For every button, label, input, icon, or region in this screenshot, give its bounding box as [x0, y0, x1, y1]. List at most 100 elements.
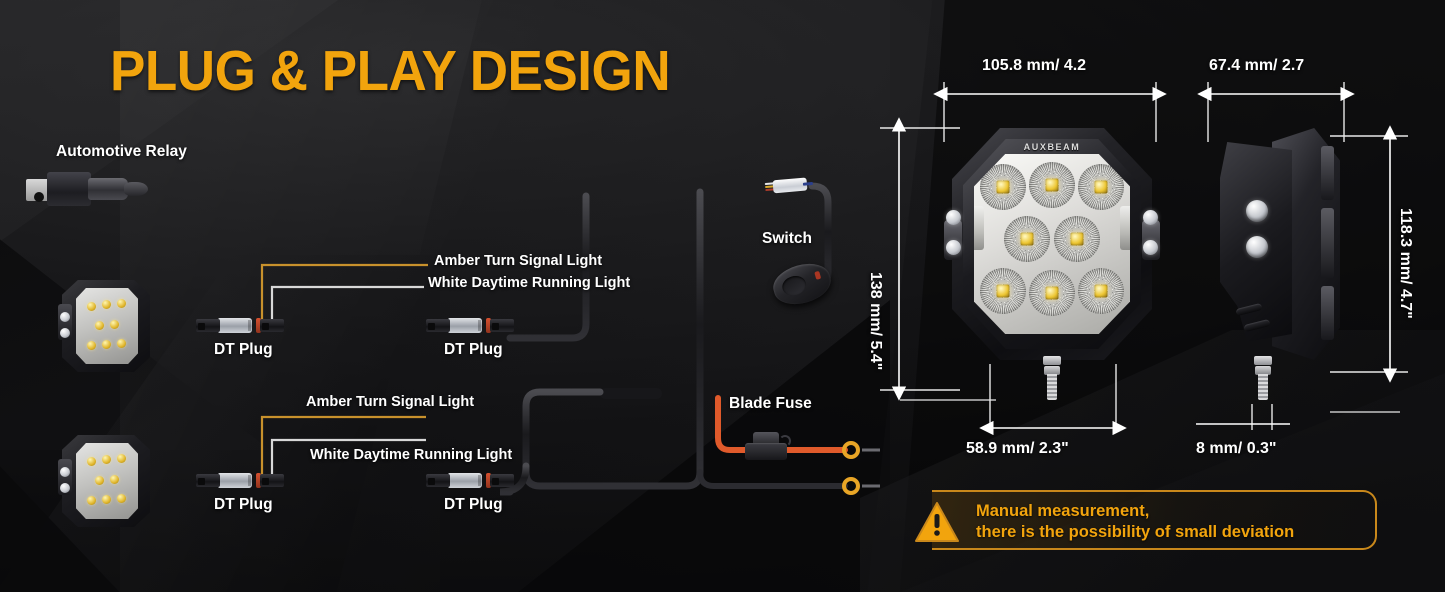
pod-led-1-2: [102, 300, 111, 309]
dt-plug-pin-3: [198, 478, 205, 485]
side-marker-led-lower: [1246, 236, 1268, 258]
dt-plug-male-3: [218, 473, 252, 488]
dt-plug-connector-4: [426, 473, 482, 488]
side-mounting-bolt: [1254, 356, 1272, 400]
dimension-side-height: 118.3 mm/ 4.7": [1397, 208, 1414, 319]
dt-plug-rib-2: [478, 320, 481, 331]
pod-led-1-4: [95, 321, 104, 330]
circuit-label-white-lower: White Daytime Running Light: [310, 447, 513, 463]
dt-plug-label-2: DT Plug: [444, 341, 503, 358]
automotive-relay: [26, 172, 148, 206]
circuit-label-amber-lower: Amber Turn Signal Light: [306, 394, 475, 410]
pod-led-2-3: [117, 454, 126, 463]
led-reflector-6: [980, 268, 1026, 314]
front-bolt-shaft: [1047, 374, 1057, 400]
dimension-front-height: 138 mm/ 5.4": [867, 272, 884, 371]
relay-mount-hole: [34, 192, 44, 202]
warning-line-1: Manual measurement,: [976, 502, 1150, 520]
pod-led-2-5: [110, 475, 119, 484]
pod-led-1-7: [102, 340, 111, 349]
dt-plug-seal-4b: [486, 473, 491, 488]
led-light-pod-1: [58, 280, 150, 372]
dt-plug-connector-2: [426, 318, 482, 333]
pod-led-1-6: [87, 341, 96, 350]
dt-plug-connector-3b: [256, 473, 316, 488]
led-reflector-8: [1078, 268, 1124, 314]
dt-plug-rib-4: [478, 475, 481, 486]
wire-power-ground: [697, 469, 848, 489]
dt-plug-female-1: [196, 319, 220, 332]
wire-power-positive: [715, 395, 848, 453]
front-side-led-right-lower: [1143, 240, 1158, 255]
dt-plug-rib-1: [248, 320, 251, 331]
dt-plug-pin-4b: [492, 478, 499, 485]
relay-body: [47, 172, 91, 206]
side-heatsink-fin-1: [1321, 146, 1334, 200]
front-lens: [974, 154, 1130, 334]
dt-plug-rib-3: [248, 475, 251, 486]
dt-plug-pin-2: [428, 323, 435, 330]
dt-plug-connector-1: [196, 318, 252, 333]
relay-mount-tab: [26, 179, 52, 202]
relay-label: Automotive Relay: [56, 143, 187, 160]
dt-plug-label-3: DT Plug: [214, 496, 273, 513]
dt-plug-label-1: DT Plug: [214, 341, 273, 358]
dt-plug-male-2: [448, 318, 482, 333]
fuse-body: [745, 443, 787, 460]
pod-led-2-7: [102, 495, 111, 504]
fuse-tether-loop: [779, 435, 791, 447]
dt-plug-female-2: [426, 319, 450, 332]
dt-plug-male-1: [218, 318, 252, 333]
wire-sleeve: [600, 388, 662, 399]
relay-boot: [88, 178, 128, 200]
dt-plug-connector-3: [196, 473, 252, 488]
side-bolt-nut-upper: [1254, 356, 1272, 365]
dt-plug-pin-3b: [262, 478, 269, 485]
circuit-label-white-upper: White Daytime Running Light: [428, 275, 631, 291]
front-side-lens-left: [974, 206, 984, 250]
dt-plug-female-3: [196, 474, 220, 487]
pod-side-led-2a: [60, 467, 70, 477]
front-mounting-bolt: [1043, 356, 1061, 400]
pod-side-led-2b: [60, 483, 70, 493]
led-reflector-5: [1054, 216, 1100, 262]
page-title: PLUG & PLAY DESIGN: [110, 39, 671, 103]
front-bolt-nut-lower: [1044, 366, 1060, 375]
ring-terminal-positive: [842, 441, 860, 459]
brand-logo: AUXBEAM: [1023, 142, 1081, 152]
dt-plug-male-4: [448, 473, 482, 488]
pod-led-1-3: [117, 299, 126, 308]
dt-plug-pin-4: [428, 478, 435, 485]
relay-strain-relief: [124, 182, 148, 196]
wire-branch-upper: [506, 192, 590, 342]
front-side-led-left-lower: [946, 240, 961, 255]
dt-plug-seal-2b: [486, 318, 491, 333]
leader-amber-upper: [260, 263, 428, 322]
front-side-led-left-upper: [946, 210, 961, 225]
side-heatsink-fin-3: [1321, 286, 1334, 340]
dt-plug-connector-2b: [486, 318, 546, 333]
product-side-view: [1220, 128, 1340, 400]
led-light-pod-2: [58, 435, 150, 527]
leader-amber-lower: [260, 415, 426, 478]
warning-text: Manual measurement, there is the possibi…: [976, 501, 1294, 543]
dt-plug-pin-1: [198, 323, 205, 330]
blade-fuse-holder: [741, 432, 791, 462]
dt-plug-seal-3b: [256, 473, 261, 488]
side-bolt-nut-lower: [1255, 366, 1271, 375]
circuit-label-amber-upper: Amber Turn Signal Light: [434, 253, 603, 269]
blade-fuse-label: Blade Fuse: [729, 395, 812, 412]
dt-plug-pin-2b: [492, 323, 499, 330]
fuse-cap: [753, 432, 779, 445]
dt-plug-female-1b: [260, 319, 284, 332]
pod-led-1-8: [117, 339, 126, 348]
wire-lower-to-plug: [499, 462, 530, 496]
pod-led-2-8: [117, 494, 126, 503]
pod-led-2-4: [95, 476, 104, 485]
dimension-bolt-size: 8 mm/ 0.3": [1196, 440, 1277, 457]
pod-led-2-6: [87, 496, 96, 505]
switch-label: Switch: [762, 230, 812, 247]
dt-plug-female-2b: [490, 319, 514, 332]
front-side-led-right-upper: [1143, 210, 1158, 225]
dt-plug-label-4: DT Plug: [444, 496, 503, 513]
